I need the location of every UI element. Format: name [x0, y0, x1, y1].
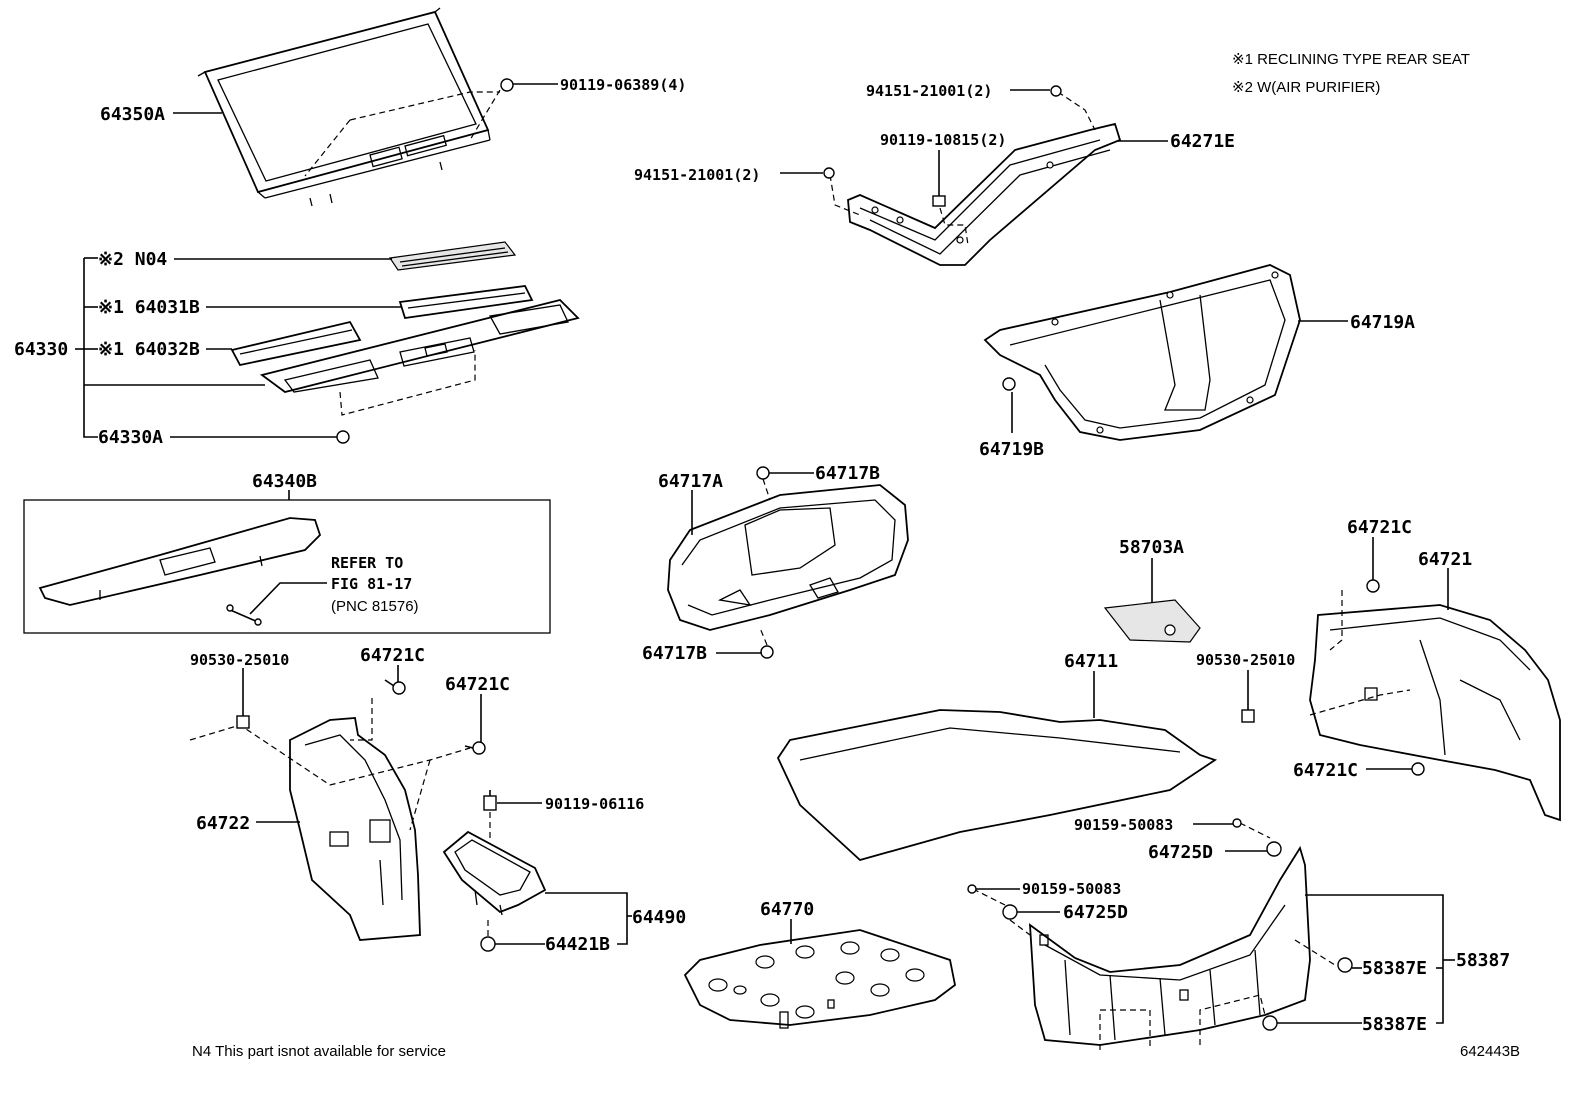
clip-ref-81576 — [226, 604, 262, 626]
clip-64330A — [336, 430, 350, 444]
note-reclining: ※1 RECLINING TYPE REAR SEAT — [1232, 51, 1470, 68]
part-64719A-liner — [983, 264, 1301, 441]
label-64271E: 64271E — [1170, 131, 1235, 152]
clip-64719B — [1002, 377, 1016, 391]
label-58387E-b: 58387E — [1362, 1014, 1427, 1035]
label-58387: 58387 — [1456, 950, 1510, 971]
bolt-90119-06389 — [500, 78, 514, 92]
label-58387E-a: 58387E — [1362, 958, 1427, 979]
label-90119-06116: 90119-06116 — [545, 795, 644, 813]
part-64711-mat — [776, 709, 1218, 862]
clip-58387E-a — [1337, 957, 1353, 973]
label-64717B-bot: 64717B — [642, 643, 707, 664]
part-64490-box — [442, 830, 547, 916]
part-64340B — [38, 517, 322, 606]
label-90159-50083-a: 90159-50083 — [1074, 816, 1173, 834]
nut-94151-21001-b — [823, 167, 835, 179]
label-94151-21001-b: 94151-21001(2) — [634, 166, 760, 184]
label-64032B: ※1 64032B — [98, 339, 200, 360]
clip-64717B-top — [756, 466, 770, 480]
bolt-90119-10815 — [932, 190, 946, 207]
part-N04-vent — [388, 241, 517, 271]
clip-64421B — [480, 936, 496, 952]
label-64330: 64330 — [14, 339, 68, 360]
part-64717A-liner — [667, 484, 909, 631]
screw-90159-50083-a — [1232, 818, 1242, 828]
label-64330A: 64330A — [98, 427, 163, 448]
part-64032B — [230, 320, 362, 367]
label-64721C-l2: 64721C — [445, 674, 510, 695]
refer-to-line3: (PNC 81576) — [331, 598, 419, 615]
part-64350A-frame — [197, 7, 491, 207]
label-58703A: 58703A — [1119, 537, 1184, 558]
note-air-purifier: ※2 W(AIR PURIFIER) — [1232, 79, 1380, 96]
part-64031B — [398, 285, 534, 319]
part-64330-tray — [259, 299, 580, 393]
bolt-90119-06116 — [483, 790, 497, 811]
label-64725D-b: 64725D — [1063, 902, 1128, 923]
label-64725D-a: 64725D — [1148, 842, 1213, 863]
clip-64721C-r2 — [1411, 762, 1425, 776]
label-64711: 64711 — [1064, 651, 1118, 672]
label-N04: ※2 N04 — [98, 249, 167, 270]
footer-note: N4 This part isnot available for service — [192, 1043, 446, 1060]
refer-to-line1: REFER TO — [331, 554, 403, 572]
label-64770: 64770 — [760, 899, 814, 920]
label-64490: 64490 — [632, 907, 686, 928]
label-64350A: 64350A — [100, 104, 165, 125]
label-64717B-top: 64717B — [815, 463, 880, 484]
label-90530-25010-l: 90530-25010 — [190, 651, 289, 669]
figure-id: 642443B — [1460, 1043, 1520, 1060]
box-64340B — [23, 499, 551, 634]
part-58387-rear-trim — [1028, 845, 1311, 1046]
part-64271E-bracket — [847, 122, 1122, 266]
clip-64721C-l1 — [384, 679, 406, 695]
part-58703A — [1103, 599, 1201, 643]
label-90119-06389: 90119-06389(4) — [560, 76, 686, 94]
label-64340B: 64340B — [252, 471, 317, 492]
nut-90530-25010-r — [1241, 709, 1255, 723]
label-64031B: ※1 64031B — [98, 297, 200, 318]
label-64721: 64721 — [1418, 549, 1472, 570]
screw-90159-50083-b — [967, 884, 977, 894]
label-64719A: 64719A — [1350, 312, 1415, 333]
label-94151-21001-a: 94151-21001(2) — [866, 82, 992, 100]
label-90119-10815: 90119-10815(2) — [880, 131, 1006, 149]
part-64721-right-trim — [1309, 604, 1561, 822]
label-64721C-r1: 64721C — [1347, 517, 1412, 538]
clip-58387E-b — [1262, 1015, 1278, 1031]
clip-64725D-b — [1002, 904, 1018, 920]
label-64421B: 64421B — [545, 934, 610, 955]
clip-64717B-bot — [760, 645, 774, 659]
nut-94151-21001-a — [1050, 85, 1062, 97]
part-64722-left-trim — [289, 717, 421, 941]
clip-64721C-r1 — [1366, 579, 1380, 593]
label-90159-50083-b: 90159-50083 — [1022, 880, 1121, 898]
label-64719B: 64719B — [979, 439, 1044, 460]
label-64717A: 64717A — [658, 471, 723, 492]
refer-to-line2: FIG 81-17 — [331, 575, 412, 593]
clip-64721C-l2 — [464, 741, 486, 755]
label-64721C-l1: 64721C — [360, 645, 425, 666]
part-64770-tray — [683, 929, 956, 1029]
nut-90530-25010-l — [236, 715, 250, 729]
clip-64725D-a — [1266, 841, 1282, 857]
label-64721C-r2: 64721C — [1293, 760, 1358, 781]
label-90530-25010-r: 90530-25010 — [1196, 651, 1295, 669]
label-64722: 64722 — [196, 813, 250, 834]
